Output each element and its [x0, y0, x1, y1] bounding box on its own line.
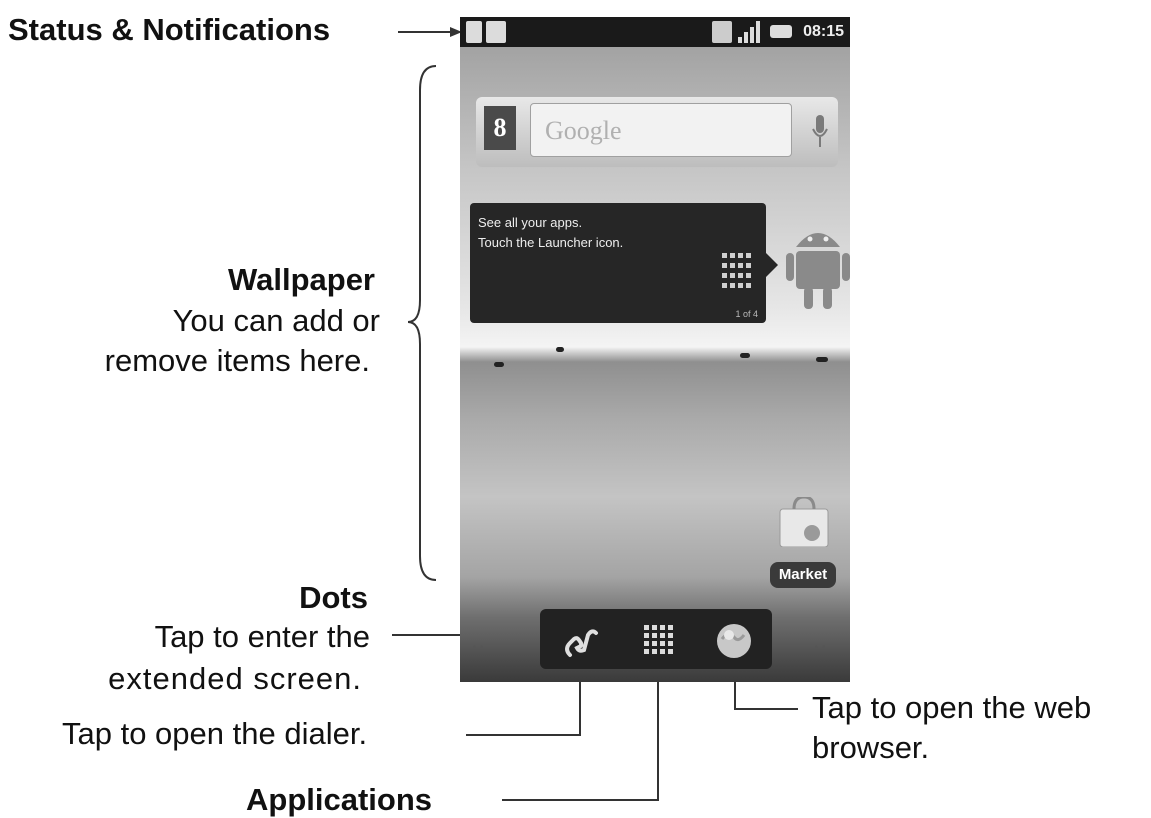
dots-line-1: Tap to enter the [154, 619, 370, 654]
status-notifications-label: Status & Notifications [8, 12, 331, 47]
right-page-dots[interactable]: ·· [814, 639, 829, 656]
notification-icon [486, 21, 506, 43]
wallpaper-title: Wallpaper [228, 262, 375, 297]
android-robot-icon [786, 233, 850, 309]
wallpaper-pebble [494, 362, 504, 367]
status-clock: 08:15 [803, 23, 844, 40]
phone-home-screen: 08:15 8 Google See all your apps. Touch … [460, 17, 850, 682]
market-app-label[interactable]: Market [770, 562, 836, 588]
status-bar[interactable]: 08:15 [460, 17, 850, 47]
tip-text: See all your apps. Touch the Launcher ic… [478, 215, 624, 250]
market-bag-icon[interactable] [778, 497, 830, 547]
data-icon [712, 21, 732, 43]
google-logo-icon[interactable]: 8 [484, 106, 516, 150]
usb-icon [466, 21, 482, 43]
dots-line-2: extended screen. [108, 661, 362, 696]
dialer-label: Tap to open the dialer. [62, 716, 368, 751]
wallpaper-pebble [556, 347, 564, 352]
wallpaper-line-1: You can add or [172, 303, 380, 338]
home-dock [540, 609, 772, 669]
wallpaper-brace [407, 65, 437, 581]
dots-title: Dots [299, 580, 368, 615]
left-page-dots[interactable]: ·· [472, 639, 487, 656]
wallpaper-pebble [816, 357, 828, 362]
launcher-tip-bubble[interactable]: See all your apps. Touch the Launcher ic… [470, 203, 778, 323]
dialer-callout-line [466, 658, 581, 736]
applications-label: Applications [246, 782, 433, 817]
battery-icon [770, 25, 792, 38]
wallpaper-pebble [740, 353, 750, 358]
phone-icon[interactable] [560, 621, 600, 661]
tip-page-indicator: 1 of 4 [735, 309, 758, 319]
wallpaper-line-2: remove items here. [104, 343, 370, 378]
search-input[interactable]: Google [530, 103, 792, 157]
globe-icon[interactable] [714, 621, 754, 661]
launcher-grid-icon [722, 253, 751, 288]
microphone-icon[interactable] [812, 115, 828, 149]
apps-grid-icon[interactable] [638, 621, 678, 661]
signal-icon [738, 21, 762, 43]
browser-line-2: browser. [812, 730, 930, 765]
status-callout-arrowhead [450, 27, 462, 37]
applications-callout-line [502, 658, 659, 801]
google-search-widget[interactable]: 8 Google [476, 97, 838, 167]
browser-line-1: Tap to open the web [812, 690, 1092, 725]
